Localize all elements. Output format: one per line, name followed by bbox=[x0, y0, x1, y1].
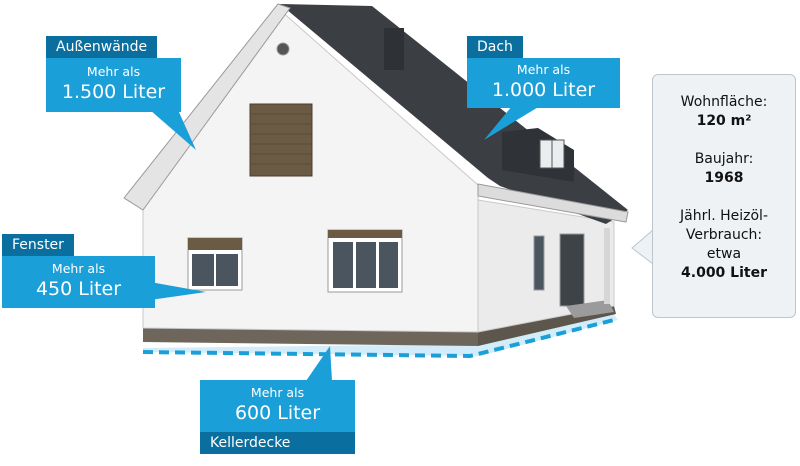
chimney bbox=[384, 28, 404, 70]
year-value: 1968 bbox=[704, 170, 744, 186]
roof-pointer bbox=[484, 106, 540, 140]
basement-tag: Kellerdecke bbox=[200, 432, 355, 454]
area-value: 120 m² bbox=[696, 113, 752, 129]
basement-line2: 600 Liter bbox=[234, 402, 321, 424]
usage-value: 4.000 Liter bbox=[681, 265, 767, 281]
walls-tag: Außenwände bbox=[46, 36, 158, 58]
basement-pointer bbox=[306, 346, 332, 381]
info-pointer bbox=[631, 228, 654, 266]
roof-line1: Mehr als bbox=[516, 62, 571, 77]
roof-line2: 1.000 Liter bbox=[491, 79, 596, 101]
windows-box: Mehr als 450 Liter bbox=[2, 256, 155, 308]
year-label: Baujahr: bbox=[694, 151, 754, 167]
basement-box: Mehr als 600 Liter bbox=[200, 380, 355, 432]
usage-label-2: Verbrauch: bbox=[685, 227, 763, 243]
walls-pointer bbox=[150, 110, 196, 150]
area-label: Wohnfläche: bbox=[680, 94, 768, 110]
side-window bbox=[533, 235, 545, 291]
entrance-steps bbox=[566, 300, 614, 318]
windows-line1: Mehr als bbox=[51, 261, 106, 276]
walls-line2: 1.500 Liter bbox=[61, 81, 166, 103]
house-plinth bbox=[143, 328, 478, 346]
usage-label-3: etwa bbox=[706, 246, 742, 262]
walls-line1: Mehr als bbox=[86, 64, 141, 79]
upper-window-shutter bbox=[249, 103, 313, 177]
windows-pointer bbox=[150, 282, 206, 300]
roof-box: Mehr als 1.000 Liter bbox=[467, 58, 620, 108]
entrance-door bbox=[559, 233, 585, 307]
windows-tag: Fenster bbox=[2, 234, 74, 256]
basement-ceiling-highlight bbox=[143, 312, 618, 356]
roof-edge-front bbox=[123, 3, 291, 211]
roof-eave bbox=[477, 183, 629, 223]
house-info-box: Wohnfläche: 120 m² Baujahr: 1968 Jährl. … bbox=[652, 74, 796, 318]
usage-label-1: Jährl. Heizöl- bbox=[679, 208, 768, 224]
basement-ceiling-dashes bbox=[142, 318, 615, 359]
basement-line1: Mehr als bbox=[250, 385, 305, 400]
entrance-pillar bbox=[604, 228, 610, 304]
attic-vent bbox=[276, 42, 290, 56]
roof-tag: Dach bbox=[467, 36, 523, 58]
walls-box: Mehr als 1.500 Liter bbox=[46, 58, 181, 112]
windows-line2: 450 Liter bbox=[35, 278, 122, 300]
